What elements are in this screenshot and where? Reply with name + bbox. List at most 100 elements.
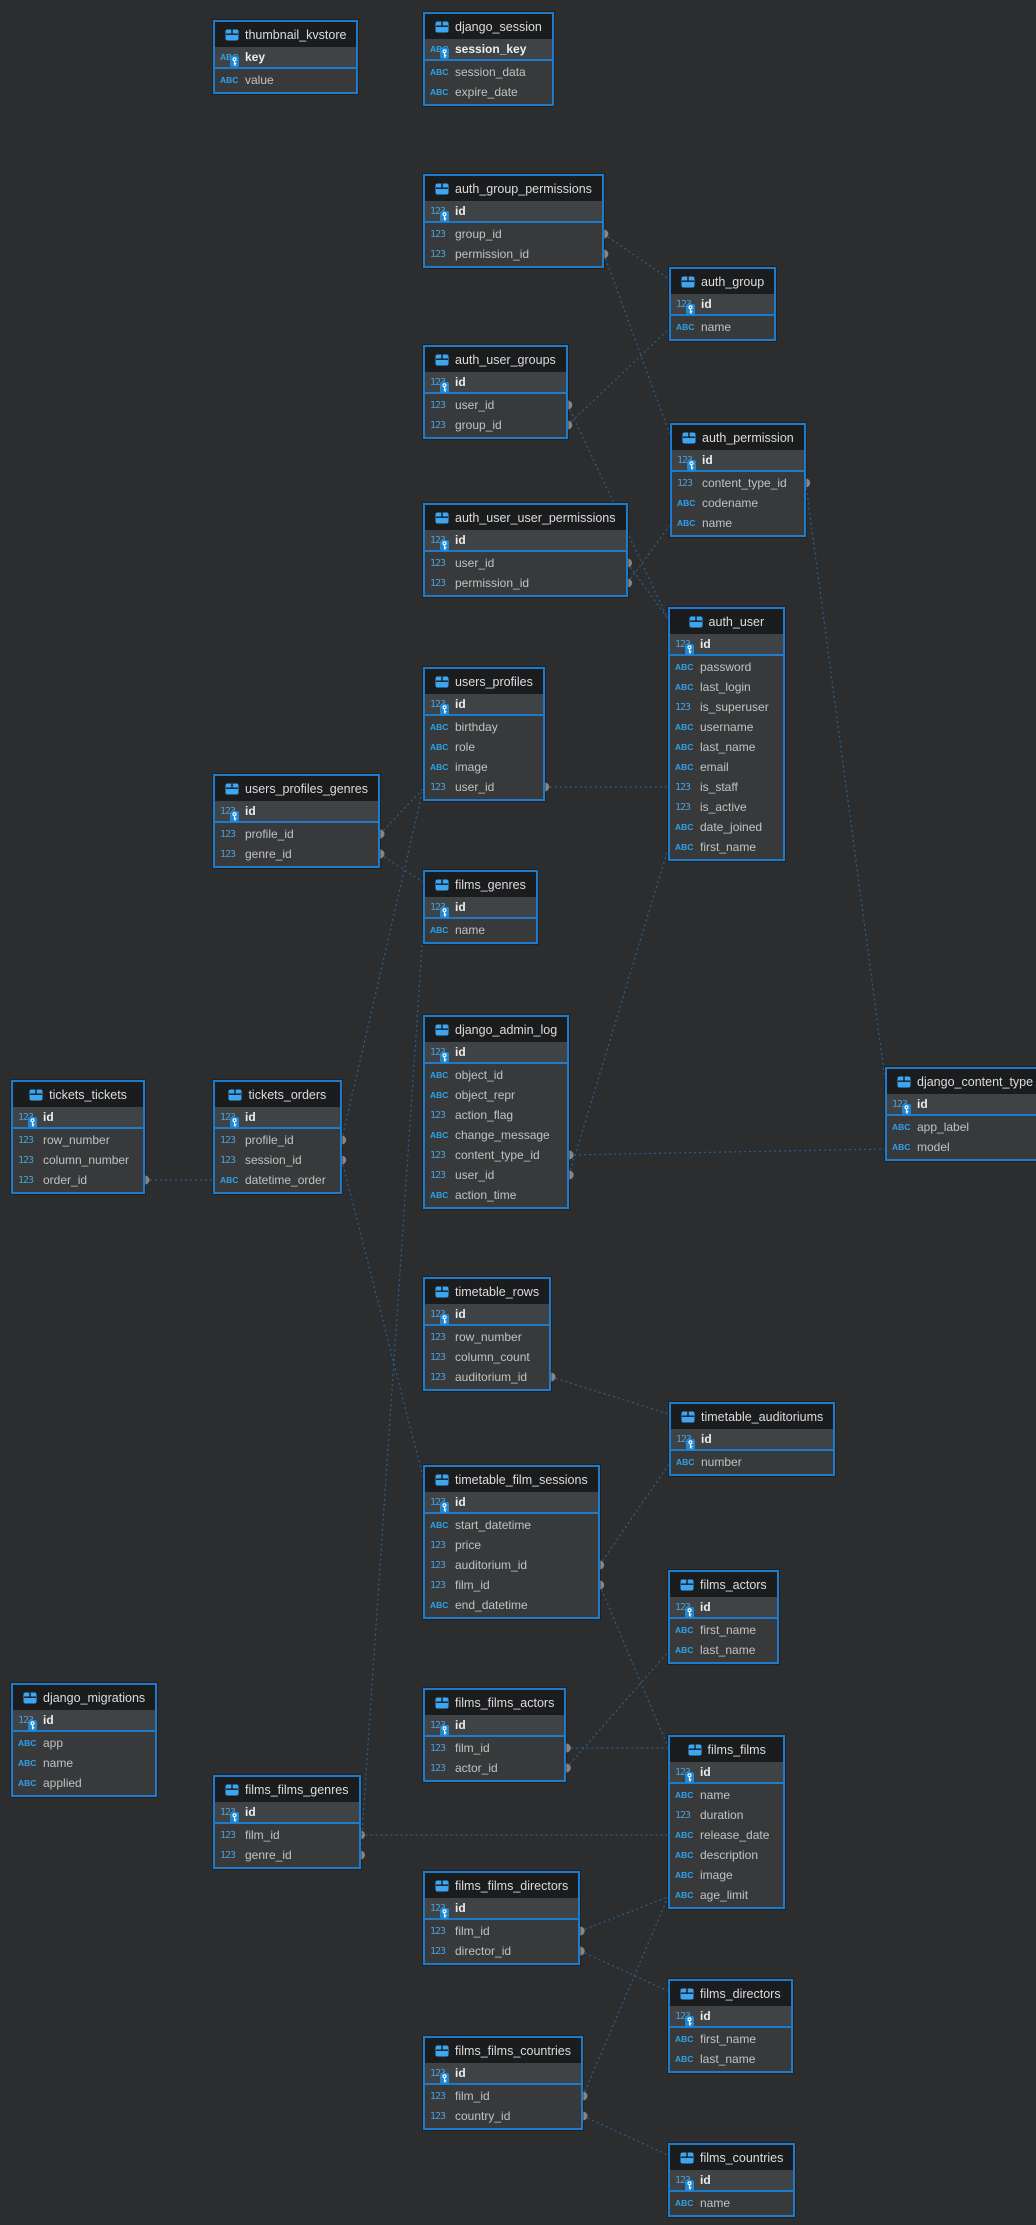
table-header[interactable]: users_profiles — [425, 669, 543, 694]
table-header[interactable]: films_films — [670, 1737, 784, 1762]
table-header[interactable]: thumbnail_kvstore — [215, 22, 357, 47]
table-header[interactable]: auth_group — [671, 269, 775, 294]
table-header[interactable]: auth_permission — [672, 425, 804, 450]
table-header[interactable]: django_admin_log — [425, 1017, 568, 1042]
table-header[interactable]: tickets_tickets — [13, 1082, 144, 1107]
table-header[interactable]: auth_user_groups — [425, 347, 566, 372]
table-header[interactable]: django_session — [425, 14, 552, 39]
table-header[interactable]: auth_user — [670, 609, 783, 634]
table-header[interactable]: films_actors — [670, 1572, 777, 1597]
table-header[interactable]: timetable_film_sessions — [425, 1467, 598, 1492]
table-header[interactable]: films_directors — [670, 1981, 791, 2006]
table-header[interactable]: auth_group_permissions — [425, 176, 602, 201]
table-header[interactable]: django_migrations — [13, 1685, 156, 1710]
table-header[interactable]: timetable_auditoriums — [671, 1404, 834, 1429]
table-header[interactable]: films_genres — [425, 872, 536, 897]
table-header[interactable]: django_content_type — [887, 1069, 1036, 1094]
table-header[interactable]: users_profiles_genres — [215, 776, 378, 801]
